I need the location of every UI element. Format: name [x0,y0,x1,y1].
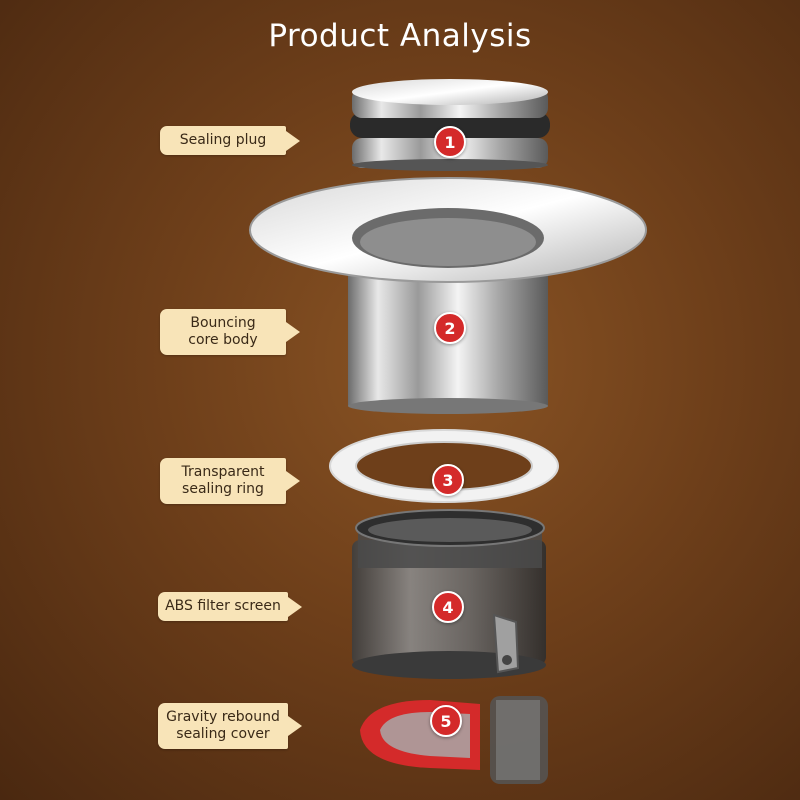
label-transparent-sealing-ring: Transparent sealing ring [160,458,286,504]
label-line: Sealing plug [179,132,267,148]
label-line: Bouncing [190,315,256,331]
label-line: sealing ring [182,481,264,497]
part-number-badge-2: 2 [434,312,466,344]
label-line: ABS filter screen [165,598,281,614]
label-sealing-plug: Sealing plug [160,126,286,155]
part-number-badge-5: 5 [430,705,462,737]
sealing-plug-part [350,79,550,171]
label-line: Transparent [181,464,265,480]
label-abs-filter-screen: ABS filter screen [158,592,288,621]
part-number-badge-3: 3 [432,464,464,496]
label-line: sealing cover [176,726,270,742]
bouncing-core-body-part [249,177,647,414]
part-number-badge-4: 4 [432,591,464,623]
label-bouncing-core-body: Bouncing core body [160,309,286,355]
part-number-badge-1: 1 [434,126,466,158]
page-title: Product Analysis [268,18,532,54]
label-line: core body [188,332,258,348]
label-gravity-rebound-sealing-cover: Gravity rebound sealing cover [158,703,288,749]
label-line: Gravity rebound [166,709,280,725]
